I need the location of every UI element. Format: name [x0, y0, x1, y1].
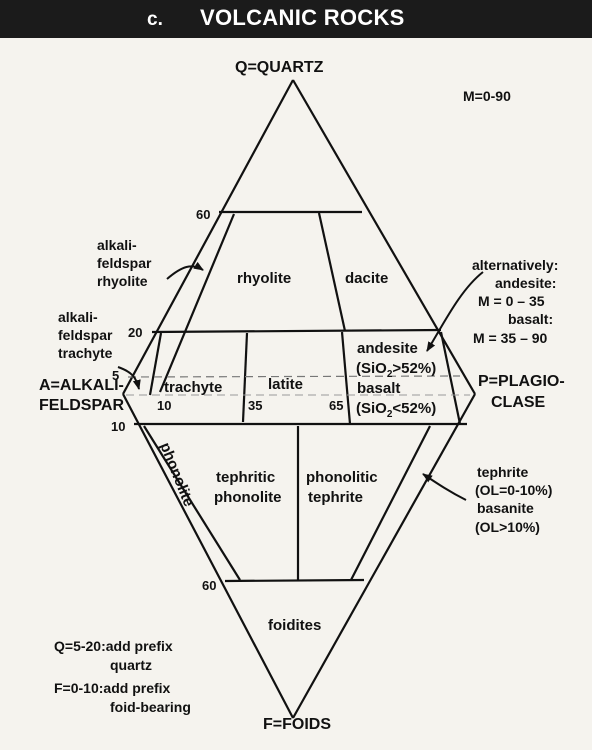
- apex-a-label-line1: A=ALKALI-: [39, 377, 124, 394]
- scale-q20: 20: [128, 325, 142, 340]
- apex-p-label-line2: CLASE: [491, 394, 546, 411]
- boundary-latite-right: [340, 331, 352, 425]
- callout-teph-line3: basanite: [477, 500, 534, 516]
- apex-f-label: F=FOIDS: [263, 716, 331, 733]
- arrow-aft: [117, 366, 141, 390]
- field-phonolitic-tephrite-line2: tephrite: [308, 489, 363, 506]
- scale-ap10: 10: [157, 398, 171, 413]
- outline-lower-left: [122, 393, 294, 719]
- arrow-alternatively: [426, 271, 484, 352]
- note-q-line1: Q=5-20:add prefix: [54, 638, 173, 654]
- apex-a-label-line2: FELDSPAR: [39, 397, 124, 414]
- field-basalt: basalt: [357, 380, 400, 397]
- callout-alt-line1: alternatively:: [472, 257, 558, 273]
- boundary-q20: [151, 328, 442, 334]
- apex-q-label: Q=QUARTZ: [235, 59, 324, 76]
- boundary-tephrite: [350, 425, 431, 581]
- field-dacite: dacite: [345, 270, 388, 287]
- note-q-line2: quartz: [110, 657, 152, 673]
- callout-alt-line4: basalt:: [508, 311, 553, 327]
- callout-aft-line3: trachyte: [58, 345, 113, 361]
- scale-f60: 60: [202, 578, 216, 593]
- note-f-line1: F=0-10:add prefix: [54, 680, 171, 696]
- boundary-phonolite: [143, 425, 241, 581]
- boundary-q5-dashed: [127, 375, 461, 378]
- boundary-afr-rhyolite: [158, 213, 236, 393]
- scale-ap35: 35: [248, 398, 262, 413]
- boundary-andesite-basalt: [439, 331, 462, 425]
- boundary-latite-left: [241, 332, 249, 423]
- outline-lower-right: [292, 393, 476, 719]
- callout-alt-line3: M = 0 – 35: [478, 293, 545, 309]
- callout-afr-line1: alkali-: [97, 237, 137, 253]
- outline-upper-left: [122, 79, 294, 395]
- outline-upper-right: [292, 79, 476, 395]
- note-f-line2: foid-bearing: [110, 699, 191, 715]
- header-section-letter: c.: [147, 9, 163, 30]
- callout-afr-line3: rhyolite: [97, 273, 148, 289]
- m-range-label: M=0-90: [463, 88, 511, 104]
- callout-aft-line1: alkali-: [58, 309, 98, 325]
- boundary-rhyolite-dacite: [317, 212, 347, 332]
- callout-alt-line5: M = 35 – 90: [473, 330, 548, 346]
- scale-q60: 60: [196, 207, 210, 222]
- field-foidites: foidites: [268, 617, 321, 634]
- apex-p-label-line1: P=PLAGIO-: [478, 373, 565, 390]
- field-basalt-condition: (SiO2<52%): [356, 400, 436, 420]
- field-andesite: andesite: [357, 340, 418, 357]
- field-trachyte: trachyte: [164, 379, 222, 396]
- callout-teph-line4: (OL>10%): [475, 519, 540, 535]
- callout-aft-line2: feldspar: [58, 327, 113, 343]
- field-tephritic-phonolite-line1: tephritic: [216, 469, 275, 486]
- scale-q5: 5: [112, 368, 119, 383]
- header-title: VOLCANIC ROCKS: [200, 5, 405, 30]
- callout-alt-line2: andesite:: [495, 275, 556, 291]
- boundary-f60: [224, 578, 365, 583]
- field-phonolitic-tephrite-line1: phonolitic: [306, 469, 378, 486]
- field-andesite-condition: (SiO2>52%): [356, 360, 436, 380]
- boundary-trachyte-latite: [148, 332, 163, 396]
- callout-teph-line1: tephrite: [477, 464, 529, 480]
- scale-ap65: 65: [329, 398, 343, 413]
- callout-afr-line2: feldspar: [97, 255, 152, 271]
- callout-teph-line2: (OL=0-10%): [475, 482, 552, 498]
- field-rhyolite: rhyolite: [237, 270, 291, 287]
- field-tephritic-phonolite-line2: phonolite: [214, 489, 282, 506]
- field-latite: latite: [268, 376, 303, 393]
- arrow-afr: [166, 261, 204, 280]
- scale-f10: 10: [111, 419, 125, 434]
- header-bar: c. VOLCANIC ROCKS: [0, 0, 592, 38]
- arrow-tephrite: [422, 473, 467, 501]
